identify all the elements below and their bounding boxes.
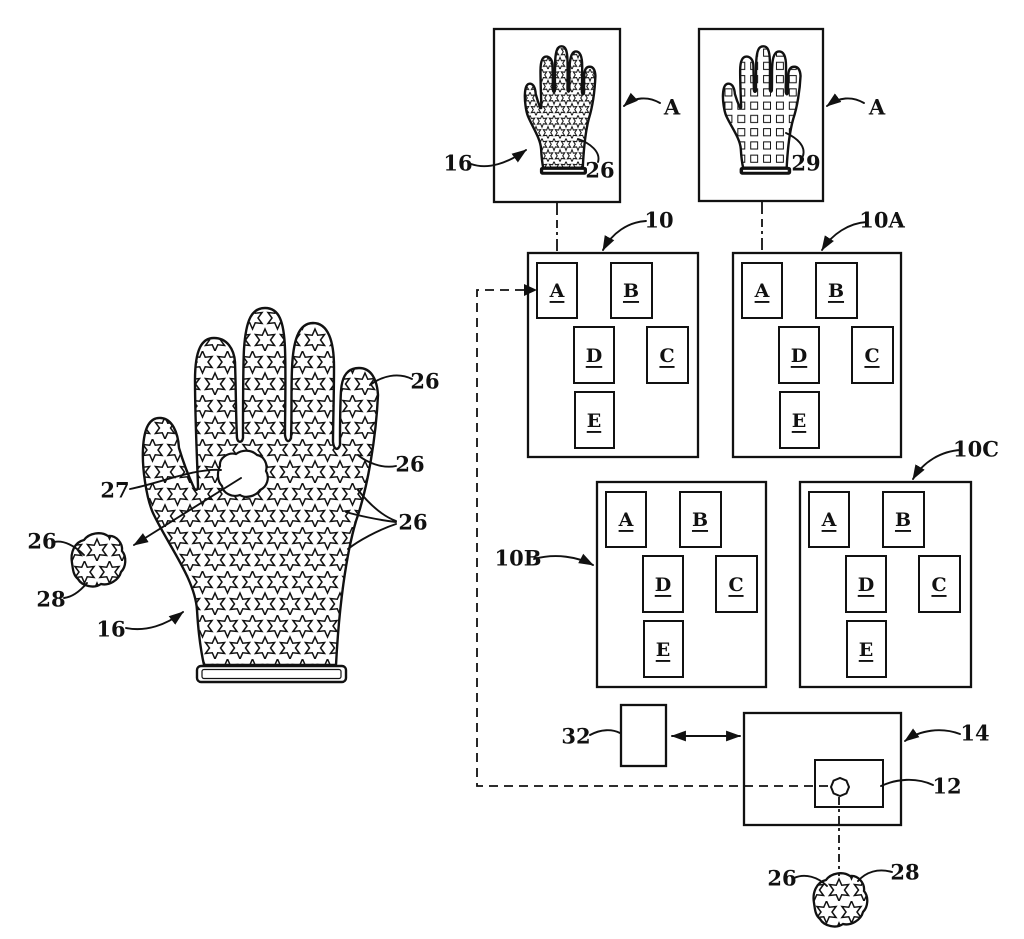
module-box-10B: A B D C E <box>595 480 768 689</box>
large-glove <box>141 306 380 684</box>
callout-10C: 10C <box>953 437 999 462</box>
leader-26-side <box>357 454 397 468</box>
module-10B-letter-C: C <box>728 574 743 596</box>
module-10A-letter-C: C <box>864 345 879 367</box>
leader-26-bottom <box>793 874 828 887</box>
sample-shape <box>829 776 851 798</box>
leader-10C <box>912 449 962 480</box>
callout-26-debris-left: 26 <box>27 529 56 554</box>
module-10-letter-B: B <box>623 280 639 302</box>
module-10B-cell-B <box>679 491 722 548</box>
leader-16-top <box>470 149 527 168</box>
module-10-letter-A: A <box>549 280 565 302</box>
module-10C-letter-E: E <box>859 639 873 661</box>
leader-27 <box>129 468 222 490</box>
leader-14 <box>904 728 961 742</box>
module-10C-cell-D <box>845 555 887 613</box>
callout-32: 32 <box>561 724 590 749</box>
module-10B-cell-A <box>605 491 647 548</box>
worn-patch <box>216 449 269 498</box>
leader-28-debris <box>63 582 88 599</box>
callout-28-debris-left: 28 <box>36 587 65 612</box>
callout-10A: 10A <box>859 208 905 233</box>
module-10C-letter-B: B <box>895 509 911 531</box>
leader-12 <box>880 778 934 787</box>
module-10B-cell-C <box>715 555 758 613</box>
module-10-cell-E <box>574 391 615 449</box>
module-10C-cell-B <box>882 491 925 548</box>
patch-to-debris-arrow <box>133 477 242 546</box>
leader-10A <box>821 221 868 251</box>
callout-a-2: A <box>868 95 886 120</box>
callout-16-top: 16 <box>443 151 472 176</box>
module-10-cell-C <box>646 326 689 384</box>
callout-26-side: 26 <box>395 452 424 477</box>
callout-26-bottom: 26 <box>767 866 796 891</box>
module-10C-cell-C <box>918 555 961 613</box>
module-10C-letter-D: D <box>858 574 874 596</box>
callout-26-brace: 26 <box>398 510 427 535</box>
leader-26-top <box>577 138 600 163</box>
callout-27: 27 <box>100 478 129 503</box>
module-10B-letter-B: B <box>692 509 708 531</box>
callout-14: 14 <box>960 721 989 746</box>
callout-10B: 10B <box>495 546 542 571</box>
module-10B-cell-D <box>642 555 684 613</box>
callout-28-bottom: 28 <box>890 860 919 885</box>
leader-16-glove <box>125 611 184 630</box>
module-10B-letter-D: D <box>655 574 671 596</box>
leader-26-debris <box>53 540 85 556</box>
debris-ball-left <box>70 532 127 588</box>
module-10A-letter-A: A <box>754 280 770 302</box>
callout-16-glove: 16 <box>96 617 125 642</box>
module-10B-letter-E: E <box>656 639 670 661</box>
module-10C-letter-C: C <box>931 574 946 596</box>
leader-26-brace-top <box>357 489 397 522</box>
leader-26-brace-mid <box>345 511 397 523</box>
box-12 <box>814 759 884 808</box>
module-10A-letter-D: D <box>791 345 807 367</box>
module-10A-cell-D <box>778 326 820 384</box>
leader-a-2 <box>826 93 865 107</box>
module-10-letter-E: E <box>587 410 601 432</box>
module-10-cell-A <box>536 262 578 319</box>
module-10A-cell-A <box>741 262 783 319</box>
module-box-10: A B D C E <box>526 251 700 459</box>
leader-10B <box>533 553 594 566</box>
module-10A-cell-B <box>815 262 858 319</box>
leader-26-pinky <box>369 374 413 386</box>
module-10A-cell-E <box>779 391 820 449</box>
module-10B-letter-A: A <box>618 509 634 531</box>
leader-a-1 <box>623 92 661 107</box>
module-10C-cell-E <box>846 620 887 678</box>
module-10-cell-D <box>573 326 615 384</box>
module-10C-cell-A <box>808 491 850 548</box>
module-box-10C: A B D C E <box>798 480 973 689</box>
module-10A-letter-E: E <box>792 410 806 432</box>
callout-26-top: 26 <box>585 158 614 183</box>
leader-32 <box>589 729 621 736</box>
command-arrowhead <box>524 284 537 296</box>
module-10-letter-D: D <box>586 345 602 367</box>
leader-29 <box>785 132 805 157</box>
callout-29: 29 <box>791 151 820 176</box>
module-10-cell-B <box>610 262 653 319</box>
module-10-letter-C: C <box>659 345 674 367</box>
module-10C-letter-A: A <box>821 509 837 531</box>
module-10B-cell-E <box>643 620 684 678</box>
leader-26-brace-bottom <box>347 523 397 550</box>
leader-10 <box>602 220 647 251</box>
callout-10: 10 <box>644 208 673 233</box>
callout-26-pinky: 26 <box>410 369 439 394</box>
command-dashed-path <box>476 289 830 787</box>
callout-12: 12 <box>932 774 961 799</box>
module-10A-letter-B: B <box>828 280 844 302</box>
box-32 <box>619 703 668 768</box>
callout-a-1: A <box>663 95 681 120</box>
leader-28-bottom <box>857 869 893 882</box>
module-box-10A: A B D C E <box>731 251 903 459</box>
module-10A-cell-C <box>851 326 894 384</box>
